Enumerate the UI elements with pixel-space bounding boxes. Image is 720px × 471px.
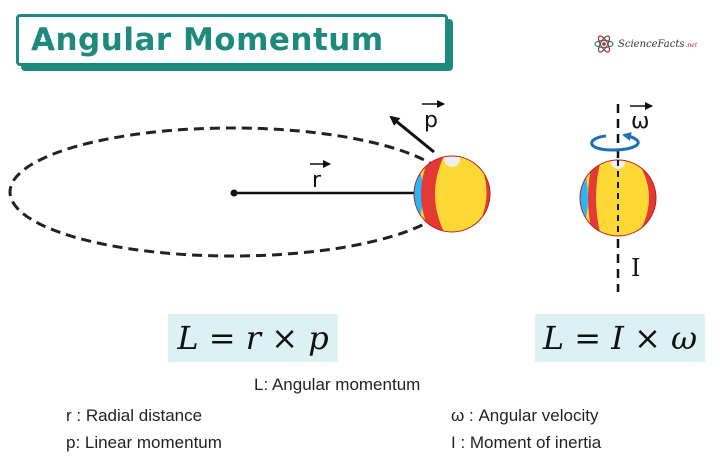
r-label: r	[312, 168, 322, 193]
equation-rotational: L = I × ω	[535, 314, 705, 362]
page-title: Angular Momentum	[31, 22, 384, 58]
p-label: p	[424, 108, 438, 133]
logo-text: ScienceFacts.net	[618, 38, 698, 50]
momentum-arrow	[389, 115, 435, 154]
logo: ScienceFacts.net	[594, 34, 697, 54]
beach-ball-spinning	[580, 160, 656, 236]
title-banner: Angular Momentum	[16, 14, 448, 66]
rotation-arrow-icon	[590, 132, 640, 152]
legend-linear-momentum: p: Linear momentum	[66, 433, 222, 452]
ball-outline	[413, 155, 491, 233]
legend-angular-velocity: ω : Angular velocity	[451, 406, 599, 425]
omega-label: ω	[631, 109, 649, 134]
legend-angular-momentum: L: Angular momentum	[254, 375, 421, 394]
legend-radial-distance: r : Radial distance	[66, 406, 203, 425]
inertia-label: I	[631, 254, 640, 282]
atom-icon	[594, 35, 614, 53]
legend-moment-of-inertia: I : Moment of inertia	[451, 433, 602, 452]
equation-orbital: L = r × p	[168, 314, 338, 362]
